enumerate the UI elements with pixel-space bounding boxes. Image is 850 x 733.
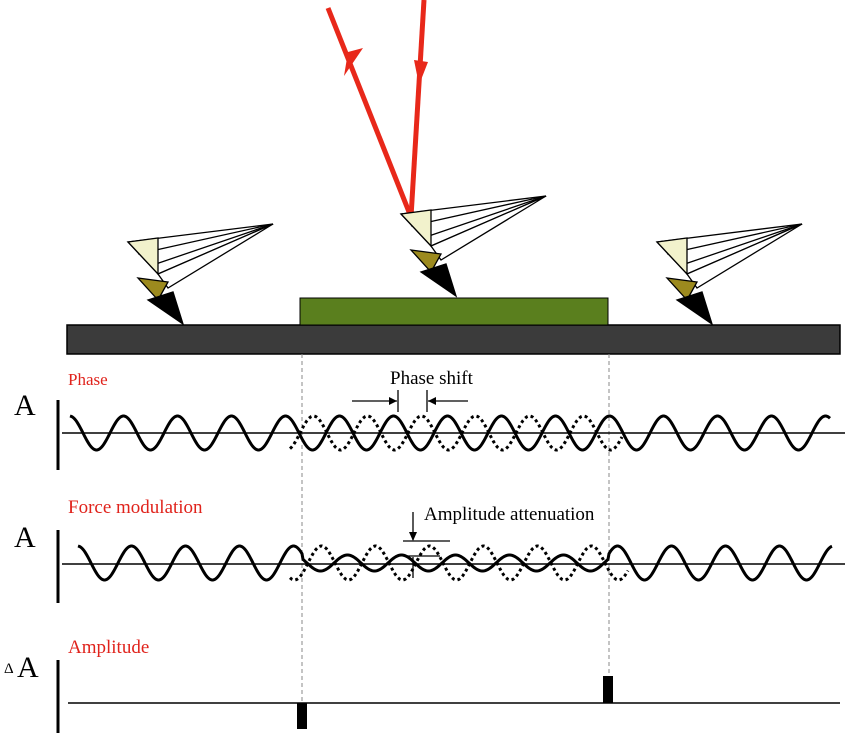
amplitude-attenuation-label: Amplitude attenuation (424, 504, 595, 525)
laser-beam-icon (325, 0, 428, 218)
amplitude-mode-label: Amplitude (68, 637, 149, 658)
phase-mode-label: Phase (68, 370, 108, 389)
phase-shift-label: Phase shift (390, 368, 474, 389)
afm-cantilever-icon (127, 223, 274, 325)
substrate (66, 324, 841, 355)
afm-cantilever-icon (400, 195, 547, 297)
amplitude-peak-marker (603, 676, 613, 703)
axis-a-label-2: A (14, 521, 36, 554)
phase-wave-dotted (288, 414, 624, 452)
axis-delta-label: Δ (4, 661, 14, 677)
amplitude-dip-marker (297, 703, 307, 729)
force-wave-dotted (288, 544, 630, 582)
afm-cantilever-icon (656, 223, 803, 325)
axis-a-label-1: A (14, 389, 36, 422)
axis-delta-a-label: A (17, 651, 39, 684)
force-mode-label: Force modulation (68, 497, 203, 518)
sample-region (299, 297, 609, 326)
phase-wave-solid (69, 414, 832, 452)
force-wave-solid (77, 544, 833, 582)
